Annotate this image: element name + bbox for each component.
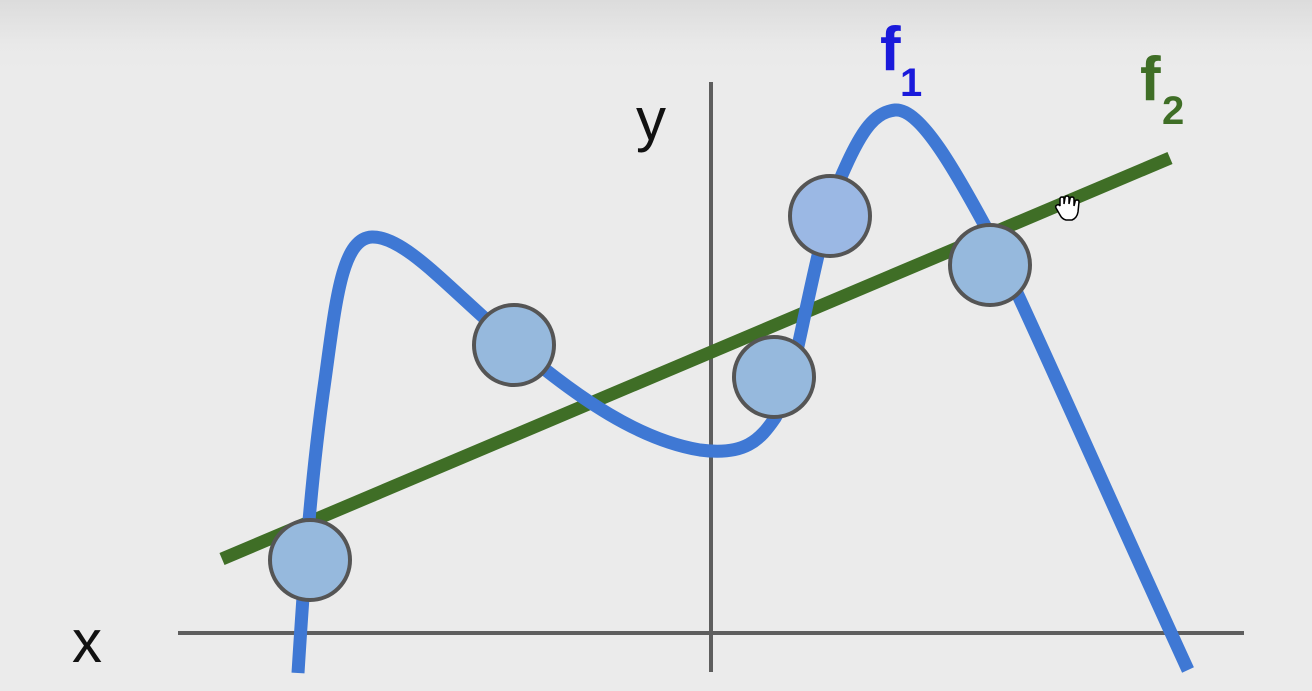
data-point [268,518,352,602]
y-axis-label: y [636,86,666,153]
f1-label-letter: f [880,15,901,84]
data-point [732,335,816,419]
data-point [788,174,872,258]
data-point [472,303,556,387]
f2-label-letter: f [1140,45,1161,114]
f2-label: f 2 [1140,45,1184,133]
x-axis-label: x [72,608,102,675]
f1-label-subscript: 1 [900,61,922,105]
f1-label: f 1 [880,15,922,105]
f2-line [219,152,1173,565]
hand-cursor-icon [1054,195,1080,221]
f2-label-subscript: 2 [1162,89,1184,133]
data-point [948,223,1032,307]
